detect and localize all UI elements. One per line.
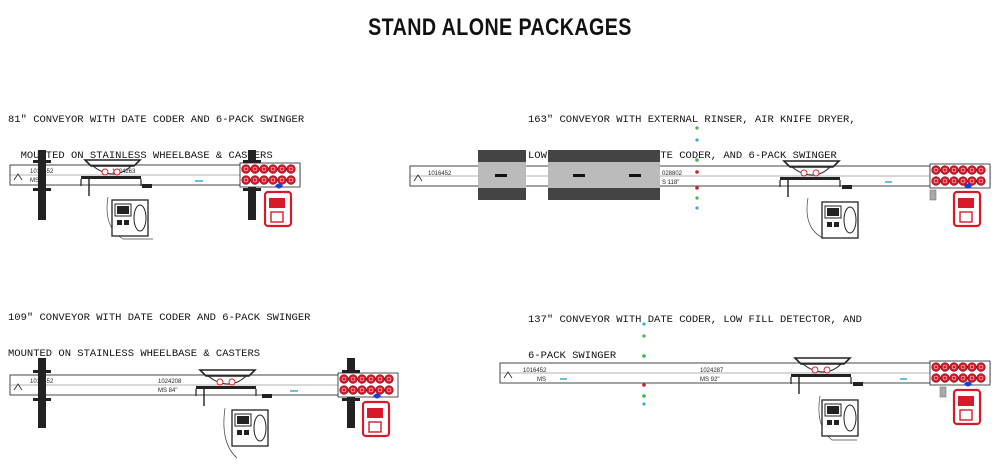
diagram-package-3: 1016452 1024208 MS 84" [9, 358, 399, 459]
caption-package-3: 109" CONVEYOR WITH DATE CODER AND 6-PACK… [8, 312, 311, 360]
label-1016452-b: 1016452 [428, 171, 452, 177]
low-fill-detector-marks-2 [642, 322, 646, 406]
diagram-package-2: 1016452 028802 S 118" [409, 126, 991, 239]
label-s-118: S 118" [662, 180, 679, 186]
caption-package-4: 137" CONVEYOR WITH DATE CODER, LOW FILL … [528, 314, 862, 362]
page-title: STAND ALONE PACKAGES [368, 14, 632, 41]
label-1024287: 1024287 [700, 368, 724, 374]
label-ms-d: MS [537, 377, 546, 383]
caption-package-1: 81" CONVEYOR WITH DATE CODER AND 6-PACK … [8, 114, 305, 162]
diagram-package-4: 1016452 MS 1024287 MS 92" [499, 322, 991, 441]
label-ms: MS [30, 178, 39, 184]
label-1016452: 1016452 [30, 169, 54, 175]
label-ms-84: MS 84" [158, 388, 177, 394]
label-1016452-d: 1016452 [523, 368, 547, 374]
label-1016452-c: 1016452 [30, 379, 54, 385]
label-1024263: 1024263 [112, 169, 136, 175]
label-1024208: 1024208 [158, 379, 182, 385]
label-ms-92: MS 92" [700, 377, 719, 383]
diagram-package-1: 1016452 MS 1024263 [9, 150, 301, 240]
label-028802: 028802 [662, 171, 683, 177]
low-fill-detector-marks [695, 126, 699, 210]
